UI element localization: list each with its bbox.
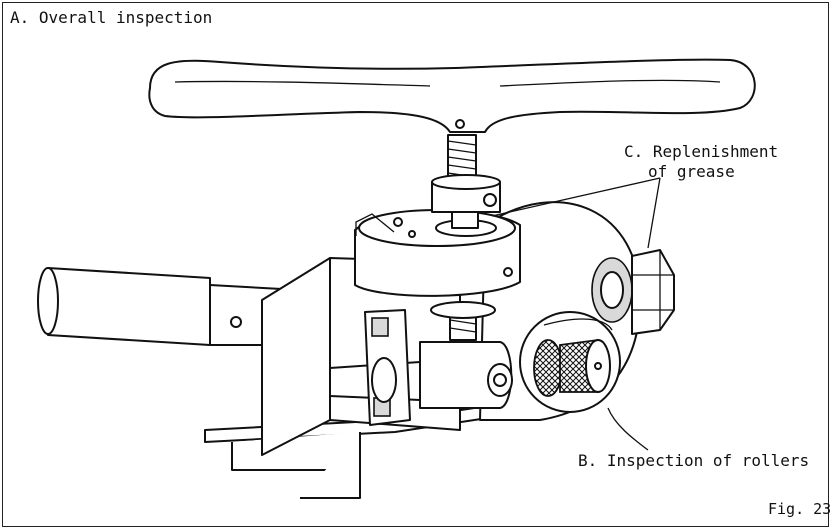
handle-bar xyxy=(37,267,301,346)
hex-key xyxy=(355,213,395,236)
feed-screw xyxy=(431,134,501,229)
grease-nipple-hex xyxy=(631,249,675,335)
grease-label-line1: C. Replenishment xyxy=(624,142,779,161)
yoke-block xyxy=(354,209,521,297)
figure-number: Fig. 23 xyxy=(768,500,832,518)
rollers-inspection-label: B. Inspection of rollers xyxy=(578,451,810,470)
roller-detail-circle xyxy=(519,311,621,413)
clamp-plates xyxy=(364,309,411,426)
grease-label-line2: of grease xyxy=(648,162,735,181)
overall-inspection-label: A. Overall inspection xyxy=(10,8,213,27)
lower-screw xyxy=(430,301,496,341)
leader-lines xyxy=(491,177,661,451)
t-handle xyxy=(148,58,756,133)
